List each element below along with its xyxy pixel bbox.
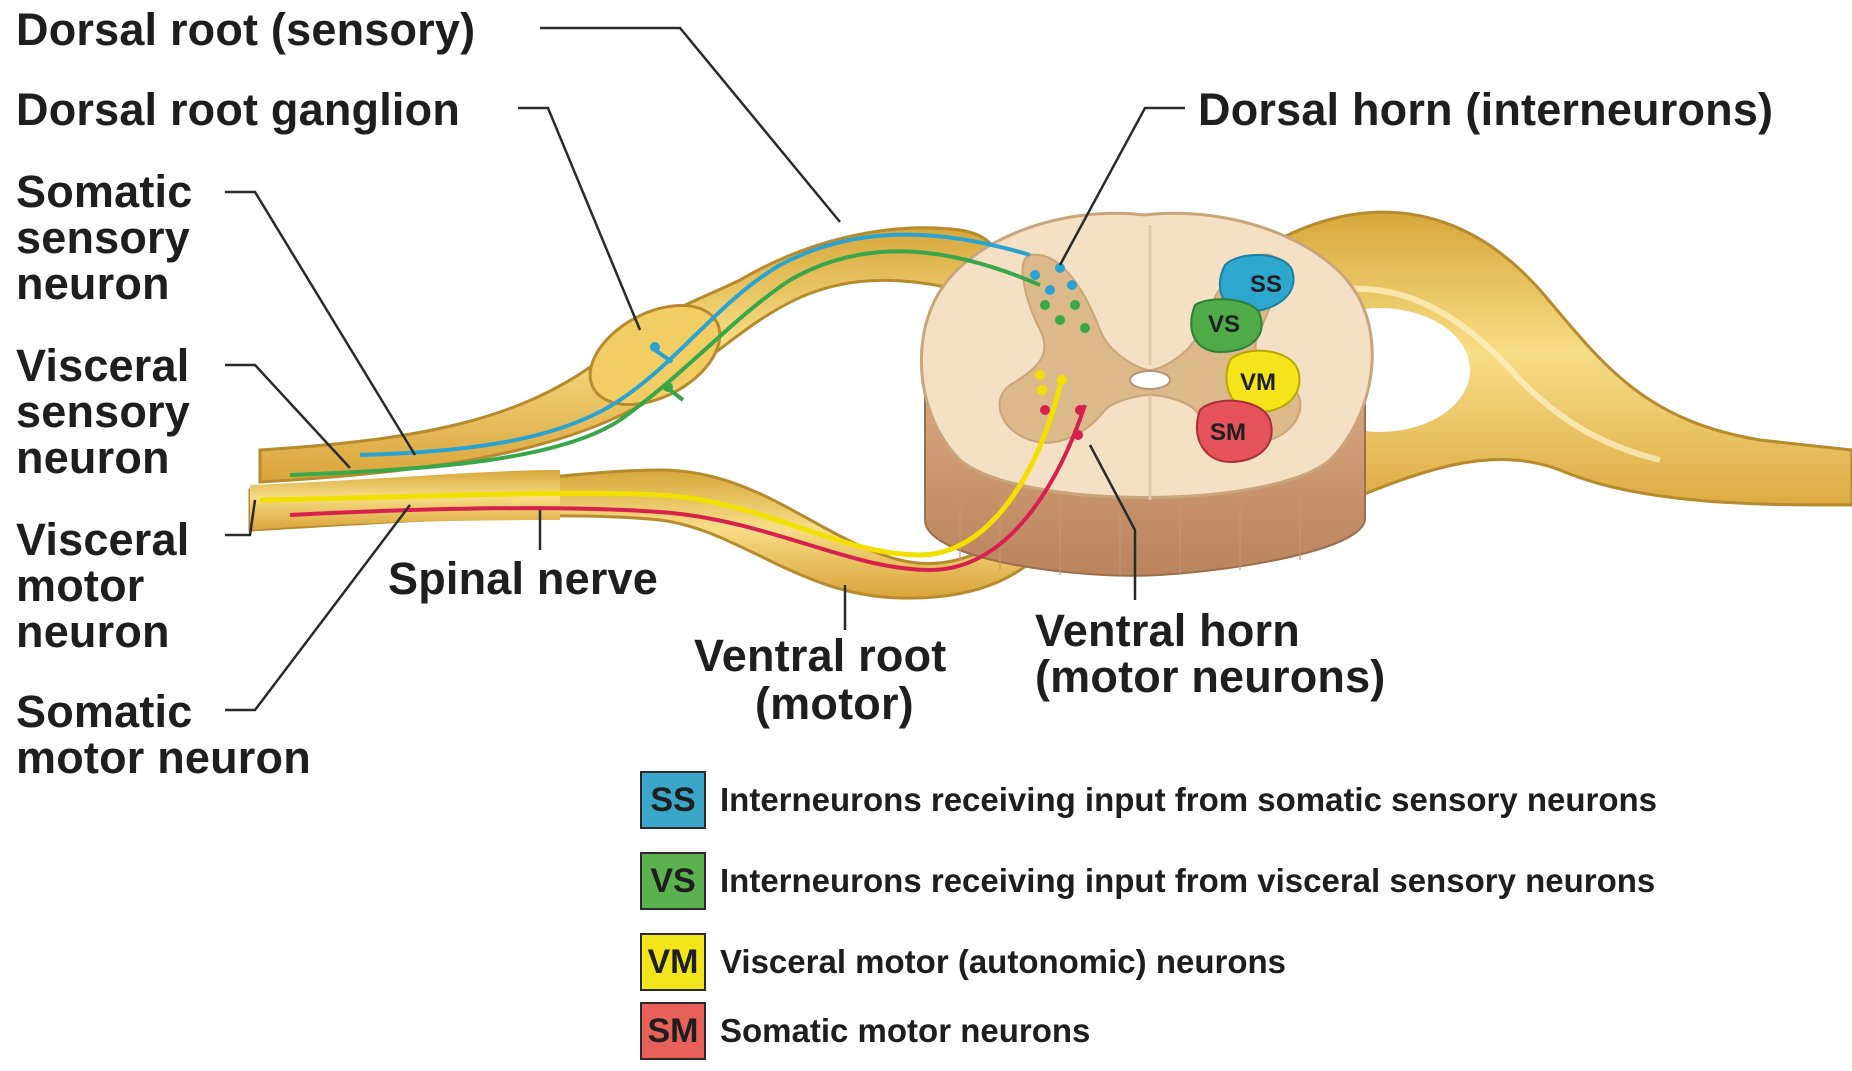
leader-dorsal-root-ganglion	[518, 108, 640, 330]
legend-swatch-vs: VS	[640, 852, 706, 910]
label-visceral-sensory-2: sensory	[16, 388, 190, 435]
dorsal-root-shape	[260, 228, 1000, 482]
label-ventral-horn-1: Ventral horn	[1035, 607, 1300, 654]
legend-swatch-vm: VM	[640, 933, 706, 991]
label-dorsal-root-ganglion: Dorsal root ganglion	[16, 86, 460, 133]
legend-text-sm: Somatic motor neurons	[720, 1012, 1090, 1050]
zone-vm-label: VM	[1240, 369, 1276, 396]
label-visceral-sensory-3: neuron	[16, 434, 170, 481]
label-somatic-sensory-2: sensory	[16, 214, 190, 261]
label-somatic-motor-1: Somatic	[16, 688, 192, 735]
label-somatic-sensory-3: neuron	[16, 260, 170, 307]
label-dorsal-horn: Dorsal horn (interneurons)	[1198, 86, 1773, 133]
label-somatic-sensory-1: Somatic	[16, 168, 192, 215]
legend-row-ss: SS Interneurons receiving input from som…	[640, 769, 1657, 831]
zone-sm-label: SM	[1210, 419, 1246, 446]
label-dorsal-root: Dorsal root (sensory)	[16, 6, 475, 53]
label-ventral-horn-2: (motor neurons)	[1035, 653, 1385, 700]
leader-somatic-motor	[225, 505, 410, 710]
label-spinal-nerve: Spinal nerve	[388, 555, 658, 602]
legend-text-vs: Interneurons receiving input from viscer…	[720, 862, 1655, 900]
label-visceral-motor-2: motor	[16, 562, 145, 609]
legend-row-vs: VS Interneurons receiving input from vis…	[640, 850, 1655, 912]
legend-swatch-sm: SM	[640, 1002, 706, 1060]
label-visceral-motor-1: Visceral	[16, 516, 189, 563]
zone-vs: VS	[1191, 299, 1261, 352]
label-visceral-sensory-1: Visceral	[16, 342, 189, 389]
leader-somatic-sensory	[225, 192, 415, 455]
label-somatic-motor-2: motor neuron	[16, 734, 311, 781]
leader-dorsal-root	[540, 28, 840, 222]
label-visceral-motor-3: neuron	[16, 608, 170, 655]
legend-row-vm: VM Visceral motor (autonomic) neurons	[640, 931, 1286, 993]
legend-swatch-ss: SS	[640, 771, 706, 829]
zone-vs-label: VS	[1208, 311, 1240, 338]
legend-text-vm: Visceral motor (autonomic) neurons	[720, 943, 1286, 981]
legend-text-ss: Interneurons receiving input from somati…	[720, 781, 1657, 819]
zone-sm: SM	[1197, 401, 1272, 462]
central-canal	[1130, 371, 1170, 389]
legend-row-sm: SM Somatic motor neurons	[640, 1000, 1090, 1062]
label-ventral-root-1: Ventral root	[694, 632, 946, 679]
zone-ss-label: SS	[1250, 271, 1282, 298]
label-ventral-root-2: (motor)	[755, 680, 914, 727]
